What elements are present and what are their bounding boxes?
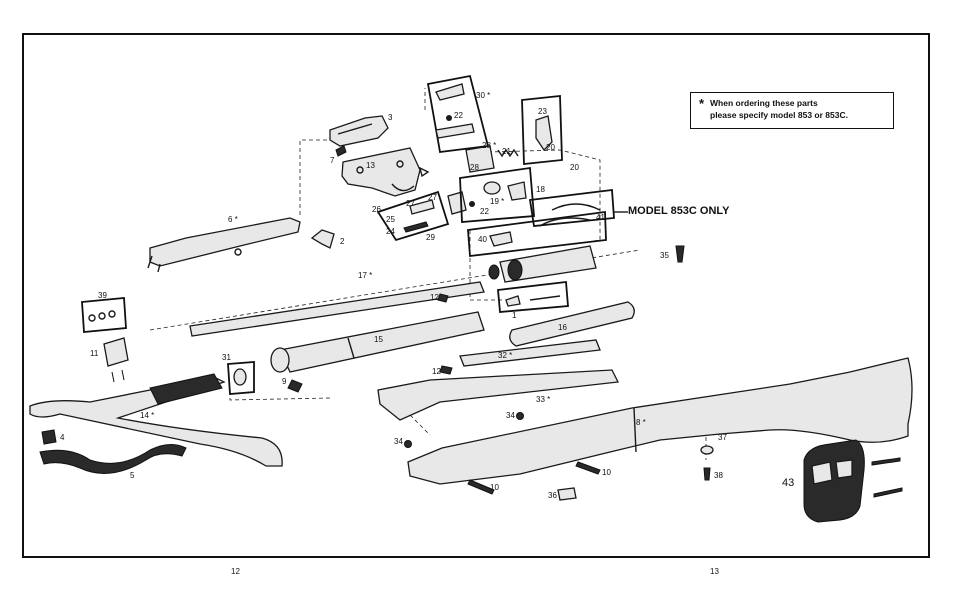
callout-15: 15 — [374, 335, 383, 344]
callout-17: 17 * — [358, 271, 372, 280]
callout-40: 40 — [478, 235, 487, 244]
callout-20b: 20 — [570, 163, 579, 172]
callout-28a: 28 * — [482, 141, 496, 150]
part-9-pin — [287, 379, 303, 393]
callout-20a: 20 — [546, 143, 555, 152]
ordering-note: * When ordering these parts please speci… — [690, 92, 894, 129]
callout-4: 4 — [60, 433, 65, 442]
part-9-bolt-assembly — [488, 245, 597, 283]
part-29-plate — [447, 191, 467, 215]
callout-24: 24 — [386, 227, 395, 236]
callout-43: 43 — [782, 477, 794, 489]
part-39-group — [81, 297, 127, 333]
part-15-receiver-tube — [270, 311, 485, 373]
callout-12b: 12 — [432, 367, 441, 376]
part-7-screw — [335, 145, 347, 157]
parts-18-22-group — [459, 166, 535, 223]
callout-14: 14 * — [140, 411, 154, 420]
parts-24-29-group — [376, 190, 450, 242]
callout-13: 13 — [366, 161, 375, 170]
page-number-right: 13 — [710, 567, 719, 576]
callout-9: 9 — [282, 377, 287, 386]
callout-29: 29 — [426, 233, 435, 242]
callout-11: 11 — [90, 349, 99, 358]
callout-35: 35 — [660, 251, 669, 260]
callout-3: 3 — [388, 113, 393, 122]
part-12-screw-b — [439, 365, 453, 375]
callout-27b: 27 — [428, 193, 437, 202]
note-line-2: please specify model 853 or 853C. — [710, 110, 848, 120]
part-5-sling — [39, 429, 187, 474]
callout-33: 33 * — [536, 395, 550, 404]
part-1-group — [497, 280, 569, 313]
callout-41: 41 — [596, 213, 605, 222]
part-34-nut-b — [516, 412, 524, 420]
part-36-clip — [557, 487, 577, 501]
part-17-barrel — [189, 281, 485, 337]
part-13-trigger-housing — [341, 147, 421, 197]
page-number-left: 12 — [231, 567, 240, 576]
part-38-screw — [703, 467, 711, 481]
callout-10a: 10 — [490, 483, 499, 492]
callout-39: 39 — [98, 291, 107, 300]
callout-26: 26 — [372, 205, 381, 214]
callout-8: 8 * — [636, 418, 646, 427]
part-34-nut-a — [404, 440, 412, 448]
callout-34a: 34 — [394, 437, 403, 446]
callout-19: 19 * — [490, 197, 504, 206]
part-11-front-sight — [103, 337, 129, 383]
part-33-plate — [377, 369, 619, 421]
callout-36: 36 — [548, 491, 557, 500]
part-3-bolt-detail — [337, 123, 373, 135]
callout-31: 31 — [222, 353, 231, 362]
callout-27a: 27 — [406, 199, 415, 208]
part-30-group — [426, 74, 490, 153]
part-12-screw-a — [437, 293, 449, 303]
callout-32: 32 * — [498, 351, 512, 360]
callout-2: 2 — [340, 237, 345, 246]
part-14-folding-stock — [29, 373, 283, 467]
callout-6: 6 * — [228, 215, 238, 224]
callout-16: 16 — [558, 323, 567, 332]
callout-28b: 28 — [470, 163, 479, 172]
model-853c-label: MODEL 853C ONLY — [628, 205, 730, 217]
part-6-receiver-cover — [147, 217, 301, 273]
part-37-washer — [700, 445, 714, 455]
part-8-main-stock — [407, 357, 913, 485]
callout-23: 23 — [538, 107, 547, 116]
callout-21: 21 — [502, 147, 511, 156]
callout-34b: 34 — [506, 411, 515, 420]
callout-22a: 22 — [454, 111, 463, 120]
note-asterisk: * — [699, 96, 705, 111]
part-43-buttplate — [803, 439, 903, 523]
callout-1: 1 — [512, 311, 517, 320]
part-31-group — [227, 361, 255, 395]
callout-37: 37 — [718, 433, 727, 442]
callout-30: 30 * — [476, 91, 490, 100]
part-4-pin — [418, 166, 430, 178]
part-35-screw — [675, 245, 685, 263]
callout-labels: 1 2 3 4 5 6 * 7 8 * 9 10 10 11 12 12 13 … — [60, 91, 794, 500]
model-853c-parts-box — [467, 188, 615, 258]
callout-22b: 22 — [480, 207, 489, 216]
callout-10b: 10 — [602, 468, 611, 477]
diagram-frame — [22, 33, 930, 558]
callout-18: 18 — [536, 185, 545, 194]
part-21-spring — [497, 148, 519, 158]
note-line-1: When ordering these parts — [710, 98, 818, 108]
parts-20-23-group — [521, 95, 563, 165]
part-3-bolt-handle — [329, 115, 389, 147]
part-32-rail — [459, 339, 601, 367]
callout-7: 7 — [330, 156, 335, 165]
callout-5: 5 — [130, 471, 135, 480]
callout-38: 38 — [714, 471, 723, 480]
part-2-sear — [310, 229, 335, 249]
callout-12a: 12 — [430, 293, 439, 302]
part-10-screw-a — [467, 479, 495, 495]
part-16-tube — [509, 301, 635, 347]
part-10-screw-b — [575, 461, 601, 475]
part-28-cylinder — [465, 145, 495, 173]
callout-25: 25 — [386, 215, 395, 224]
